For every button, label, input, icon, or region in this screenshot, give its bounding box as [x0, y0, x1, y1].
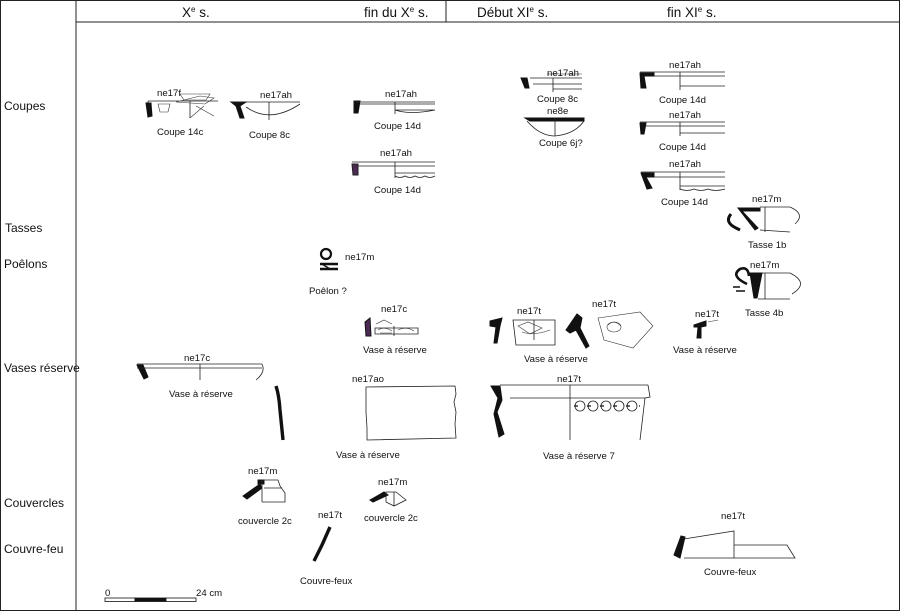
tasse-4b-drawing — [733, 267, 801, 300]
poelon-code: ne17m — [345, 252, 374, 263]
tasse-4b-code: ne17m — [750, 260, 779, 271]
coupe-14c-drawing — [145, 93, 218, 119]
vase-fin-x-b-code: ne17ao — [352, 374, 384, 385]
couvercle-fin-x-caption: couvercle 2c — [364, 513, 418, 524]
coupe-8c-x-drawing — [229, 101, 301, 120]
coupe-14d-fin-x-drawing — [353, 100, 436, 114]
coupe-14d-fin-x-a-code: ne17ah — [385, 89, 417, 100]
coupe-8c-debut-xi-caption: Coupe 8c — [537, 94, 578, 105]
coupe-14d-fin-x-a-caption: Coupe 14d — [374, 121, 421, 132]
tasse-1b-drawing — [726, 206, 800, 233]
coupe-14d-fin-xi-c-drawing — [639, 71, 725, 90]
couvercle-x-drawing — [242, 479, 286, 503]
coupe-8c-x-code: ne17ah — [260, 90, 292, 101]
header-col1: Xe s. — [182, 5, 210, 20]
couvre-feu-x-code: ne17t — [318, 510, 342, 521]
vase-debut-xi-a-code-2: ne17t — [592, 299, 616, 310]
vase-x-drawing — [136, 363, 264, 381]
vase-fin-x-a-caption: Vase à réserve — [363, 345, 427, 356]
row-label-tasses: Tasses — [5, 221, 42, 235]
couvre-feu-fin-xi-code: ne17t — [721, 511, 745, 522]
coupe-8c-x-caption: Coupe 8c — [249, 130, 290, 141]
vase-x-profile-sherd — [274, 385, 285, 441]
vase-fin-x-a-code: ne17c — [381, 304, 407, 315]
coupe-14d-fin-xi-d-caption: Coupe 14d — [659, 142, 706, 153]
coupe-14c-caption: Coupe 14c — [157, 127, 204, 138]
poelon-caption: Poêlon ? — [309, 286, 347, 297]
coupe-14d-fin-x-b-code: ne17ah — [380, 148, 412, 159]
scale-bar-end: 24 cm — [196, 588, 222, 599]
vase-fin-xi-code: ne17t — [695, 309, 719, 320]
row-label-couvercles: Couvercles — [4, 496, 64, 510]
couvre-feu-fin-xi-caption: Couvre-feux — [704, 567, 756, 578]
coupe-6j-caption: Coupe 6j? — [539, 138, 583, 149]
header-col4: fin XIe s. — [667, 5, 716, 20]
vase-7-code: ne17t — [557, 374, 581, 385]
couvercle-x-caption: couvercle 2c — [238, 516, 292, 527]
coupe-14c-code: ne17f — [157, 88, 181, 99]
scale-bar-start: 0 — [105, 588, 110, 599]
vase-7-drawing — [490, 384, 651, 441]
coupe-14d-fin-xi-e-caption: Coupe 14d — [661, 197, 708, 208]
coupe-14d-fin-xi-e-drawing — [640, 171, 726, 191]
vase-x-code: ne17c — [184, 353, 210, 364]
vase-7-caption: Vase à réserve 7 — [543, 451, 615, 462]
couvre-feu-x-caption: Couvre-feux — [300, 576, 352, 587]
scale-bar — [104, 597, 197, 602]
tasse-1b-caption: Tasse 1b — [748, 240, 786, 251]
coupe-14d-fin-xi-d-drawing — [639, 121, 725, 136]
coupe-8c-debut-xi-drawing — [520, 73, 582, 92]
vase-fin-x-a-drawing — [364, 317, 419, 337]
couvre-feu-x-drawing — [312, 526, 332, 562]
header-col2: fin du Xe s. — [364, 5, 429, 20]
vase-fin-x-b-drawing — [365, 385, 457, 441]
coupe-6j-code: ne8e — [547, 106, 568, 117]
vase-debut-xi-a-drawing — [489, 311, 654, 349]
coupe-6j-drawing — [523, 117, 585, 137]
row-label-vases-reserve: Vases réserve — [4, 361, 80, 375]
vase-debut-xi-a-caption: Vase à réserve — [524, 354, 588, 365]
coupe-14d-fin-xi-e-code: ne17ah — [669, 159, 701, 170]
poelon-drawing — [319, 247, 338, 271]
coupe-14d-fin-x-b-caption: Coupe 14d — [374, 185, 421, 196]
couvre-feu-fin-xi-drawing — [673, 530, 796, 559]
coupe-8c-debut-xi-code: ne17ah — [547, 68, 579, 79]
vase-fin-xi-caption: Vase à réserve — [673, 345, 737, 356]
vase-fin-xi-drawing — [693, 319, 719, 339]
coupe-14d-fin-xi-d-code: ne17ah — [669, 110, 701, 121]
header-col3: Début XIe s. — [477, 5, 548, 20]
coupe-14d-fin-xi-c-code: ne17ah — [669, 60, 701, 71]
couvercle-fin-x-drawing — [369, 491, 407, 507]
row-label-couvre-feu: Couvre-feu — [4, 542, 63, 556]
tasse-1b-code: ne17m — [752, 194, 781, 205]
vase-debut-xi-a-code-1: ne17t — [517, 306, 541, 317]
tasse-4b-caption: Tasse 4b — [745, 308, 783, 319]
row-label-poelons: Poêlons — [4, 257, 47, 271]
couvercle-x-code: ne17m — [248, 466, 277, 477]
coupe-14d-fin-xi-c-caption: Coupe 14d — [659, 95, 706, 106]
coupe-14d-fin-x-b-drawing — [351, 161, 436, 178]
row-label-coupes: Coupes — [4, 99, 45, 113]
vase-x-caption: Vase à réserve — [169, 389, 233, 400]
vase-fin-x-b-caption: Vase à réserve — [336, 450, 400, 461]
couvercle-fin-x-code: ne17m — [378, 477, 407, 488]
